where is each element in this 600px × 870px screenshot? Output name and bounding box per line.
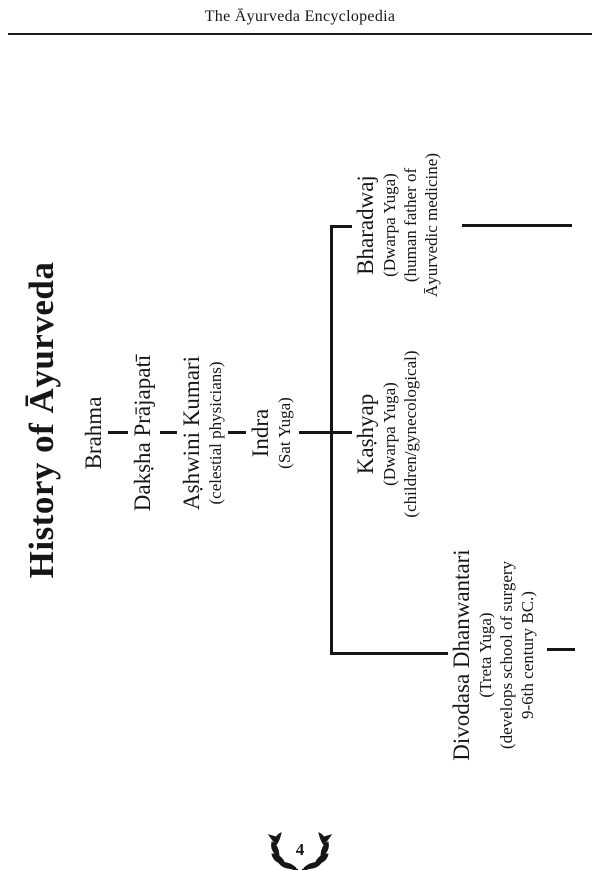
node-name: Indra (248, 408, 273, 458)
node-daksha-prajapati: Dakṣha Prājapatī (129, 283, 156, 583)
node-note: Āyurvedic medicine) (422, 153, 441, 297)
tree-connector-kashyap (333, 431, 352, 434)
tree-spine (330, 225, 333, 655)
running-header: The Āyurveda Encyclopedia (204, 8, 396, 25)
node-note: (develops school of surgery (497, 560, 516, 750)
tree-connector (299, 431, 332, 434)
node-subtitle: (celestial physicians) (206, 361, 225, 505)
node-name: Divodasa Dhanwantari (449, 549, 474, 761)
node-kashyap: Kaṣhyap (Dwarpa Yuga) (children/gynecolo… (352, 334, 421, 534)
node-era: (Dwarpa Yuga) (380, 173, 399, 277)
diagram-title: History of Āyurveda (22, 261, 61, 579)
node-note: (human father of (401, 167, 420, 283)
node-name: Brahma (81, 396, 106, 470)
node-era: (Dwarpa Yuga) (380, 382, 399, 486)
node-indra: Indra (Sat Yuga) (247, 358, 295, 508)
node-brahma: Brahma (80, 333, 107, 533)
tree-connector-divodasa (333, 652, 448, 655)
header-rule (8, 33, 592, 35)
node-note: (children/gynecological) (401, 350, 420, 518)
node-name: Bharadwaj (353, 175, 378, 275)
page-number: 4 (295, 840, 305, 859)
node-subtitle: (Sat Yuga) (275, 397, 294, 469)
tree-connector (108, 431, 128, 434)
tree-connector (160, 431, 177, 434)
node-name: Kaṣhyap (353, 393, 378, 475)
node-name: Dakṣha Prājapatī (130, 354, 155, 512)
node-name: Aṣhwini Kumari (179, 356, 204, 510)
node-era: (Treta Yuga) (476, 612, 495, 698)
lineage-continuation-line (462, 224, 572, 227)
lineage-continuation-line (547, 648, 575, 651)
node-ashwini-kumari: Aṣhwini Kumari (celestial physicians) (178, 333, 226, 533)
tree-connector-bharadwaj (333, 225, 352, 228)
node-bharadwaj: Bharadwaj (Dwarpa Yuga) (human father of… (352, 125, 442, 325)
laurel-wreath-icon (267, 832, 333, 870)
node-divodasa-dhanwantari: Divodasa Dhanwantari (Treta Yuga) (devel… (448, 530, 538, 780)
tree-connector (228, 431, 246, 434)
node-note: 9-6th century BC.) (518, 591, 537, 719)
